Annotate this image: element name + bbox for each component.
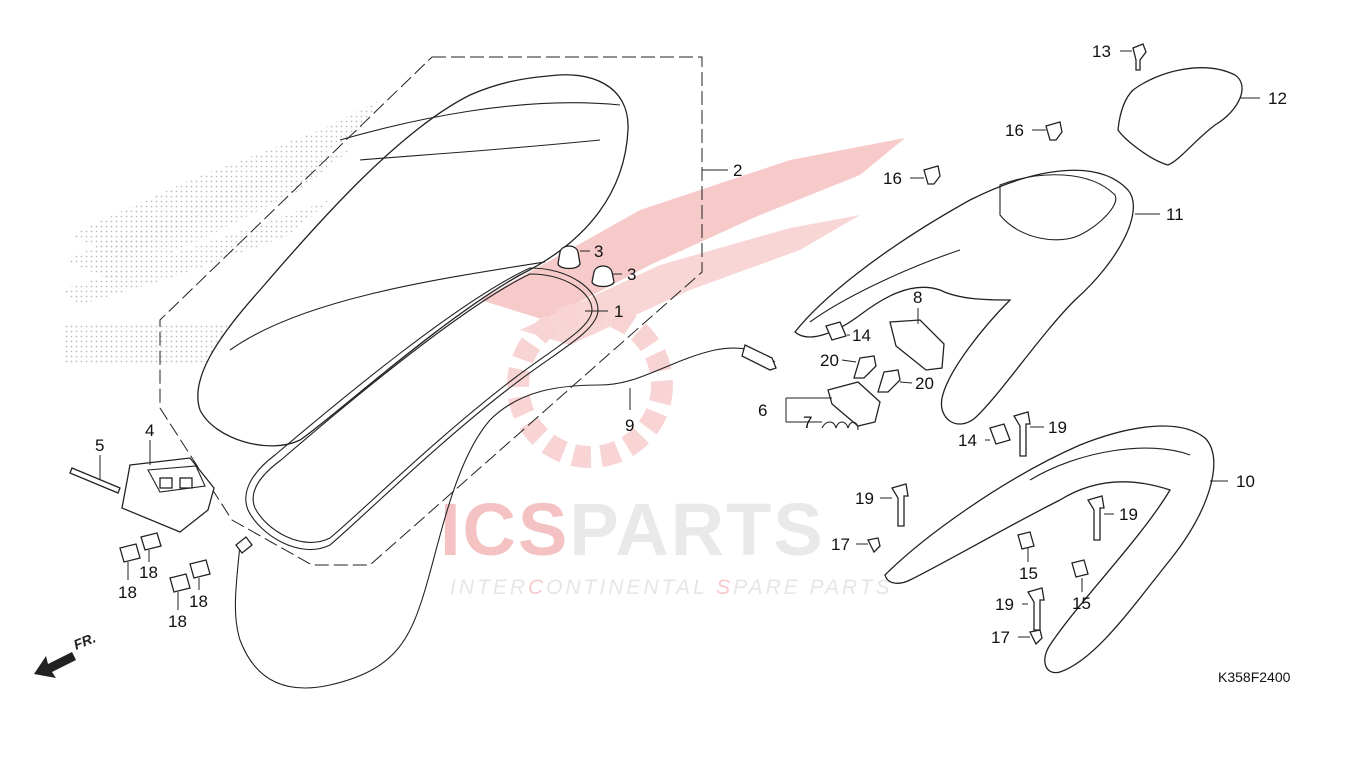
seat-shape [197,74,629,447]
label-part-18c: 18 [168,612,187,631]
leader-lines [99,50,1260,638]
clip-14b [989,423,1011,445]
return-spring [821,421,859,431]
bolt-16b [923,165,941,185]
hinge-pin [69,467,121,494]
label-part-4: 4 [145,421,154,440]
label-part-17a: 17 [831,535,850,554]
label-part-1: 1 [614,302,623,321]
label-part-14a: 14 [852,326,871,345]
front-direction-indicator: FR. [34,629,98,678]
watermark-prefix: ICS [440,488,569,571]
label-part-12: 12 [1268,89,1287,108]
bolt-19a [1013,411,1031,457]
front-label: FR. [71,629,98,652]
clip-15b [1071,559,1089,578]
svg-text:ICSPARTS: ICSPARTS [440,488,825,571]
clip-14a [825,321,847,341]
label-part-19b: 19 [855,489,874,508]
label-part-10: 10 [1236,472,1255,491]
seat-seal [245,267,599,551]
label-part-19d: 19 [995,595,1014,614]
label-part-3a: 3 [594,242,603,261]
rubber-stopper-3b [591,265,615,288]
callout-labels: 1 2 3 3 4 5 6 7 8 9 10 11 12 13 14 14 15… [95,42,1287,647]
label-part-11: 11 [1166,205,1184,224]
watermark-tagline-2: C [528,576,546,599]
lock-bracket [827,381,881,427]
label-part-16b: 16 [883,169,902,188]
label-part-16a: 16 [1005,121,1024,140]
label-part-18a: 18 [118,583,137,602]
front-arrow-icon [34,652,76,678]
bolt-16a [1045,121,1063,141]
bolt-13 [1132,43,1147,71]
label-part-7: 7 [803,413,812,432]
bolt-20a [853,355,877,379]
bolt-19c [1087,495,1105,541]
label-part-3b: 3 [627,265,636,284]
seat-lock-cable [234,347,776,689]
label-part-15a: 15 [1019,564,1038,583]
rear-center-cover [794,169,1134,425]
bolt-20b [877,369,901,393]
watermark-tagline-4: S [716,576,733,599]
seat-hinge [121,457,215,533]
watermark-tagline-3: ONTINENTAL [546,576,716,599]
label-part-20b: 20 [915,374,934,393]
label-part-5: 5 [95,436,104,455]
svg-text:INTERCONTINENTAL SPARE PARTS: INTERCONTINENTAL SPARE PARTS [450,576,893,599]
cable-end-upper [741,344,777,371]
watermark-suffix: PARTS [569,488,824,571]
bolt-19b [891,483,909,527]
cable-end-lower [235,536,253,554]
nut-18d [189,559,211,579]
screw-17a [867,537,881,554]
bolt-19d [1027,587,1045,631]
seat-catch-bracket [889,319,945,371]
label-part-2: 2 [733,161,742,180]
label-part-9: 9 [625,416,634,435]
nut-18c [169,573,191,593]
label-part-17b: 17 [991,628,1010,647]
rear-top-cap [1117,67,1243,166]
label-part-15b: 15 [1072,594,1091,613]
diagram-code: K358F2400 [1218,669,1291,685]
label-part-8: 8 [913,288,922,307]
watermark-tagline-5: PARE PARTS [733,576,893,599]
label-part-20a: 20 [820,351,839,370]
screw-17b [1029,629,1043,646]
label-part-14b: 14 [958,431,977,450]
watermark-text: ICSPARTS INTERCONTINENTAL SPARE PARTS [440,488,893,599]
watermark-wing-emblem [480,138,905,468]
watermark-tagline-1: INTER [450,576,528,599]
label-part-18d: 18 [189,592,208,611]
rear-side-cover [884,425,1215,674]
label-part-18b: 18 [139,563,158,582]
label-part-13: 13 [1092,42,1111,61]
label-part-19c: 19 [1119,505,1138,524]
label-part-6: 6 [758,401,767,420]
nut-18b [140,532,162,551]
rubber-stopper-3a [557,245,581,270]
clip-15a [1017,531,1035,550]
label-part-19a: 19 [1048,418,1067,437]
nut-18a [119,543,141,563]
